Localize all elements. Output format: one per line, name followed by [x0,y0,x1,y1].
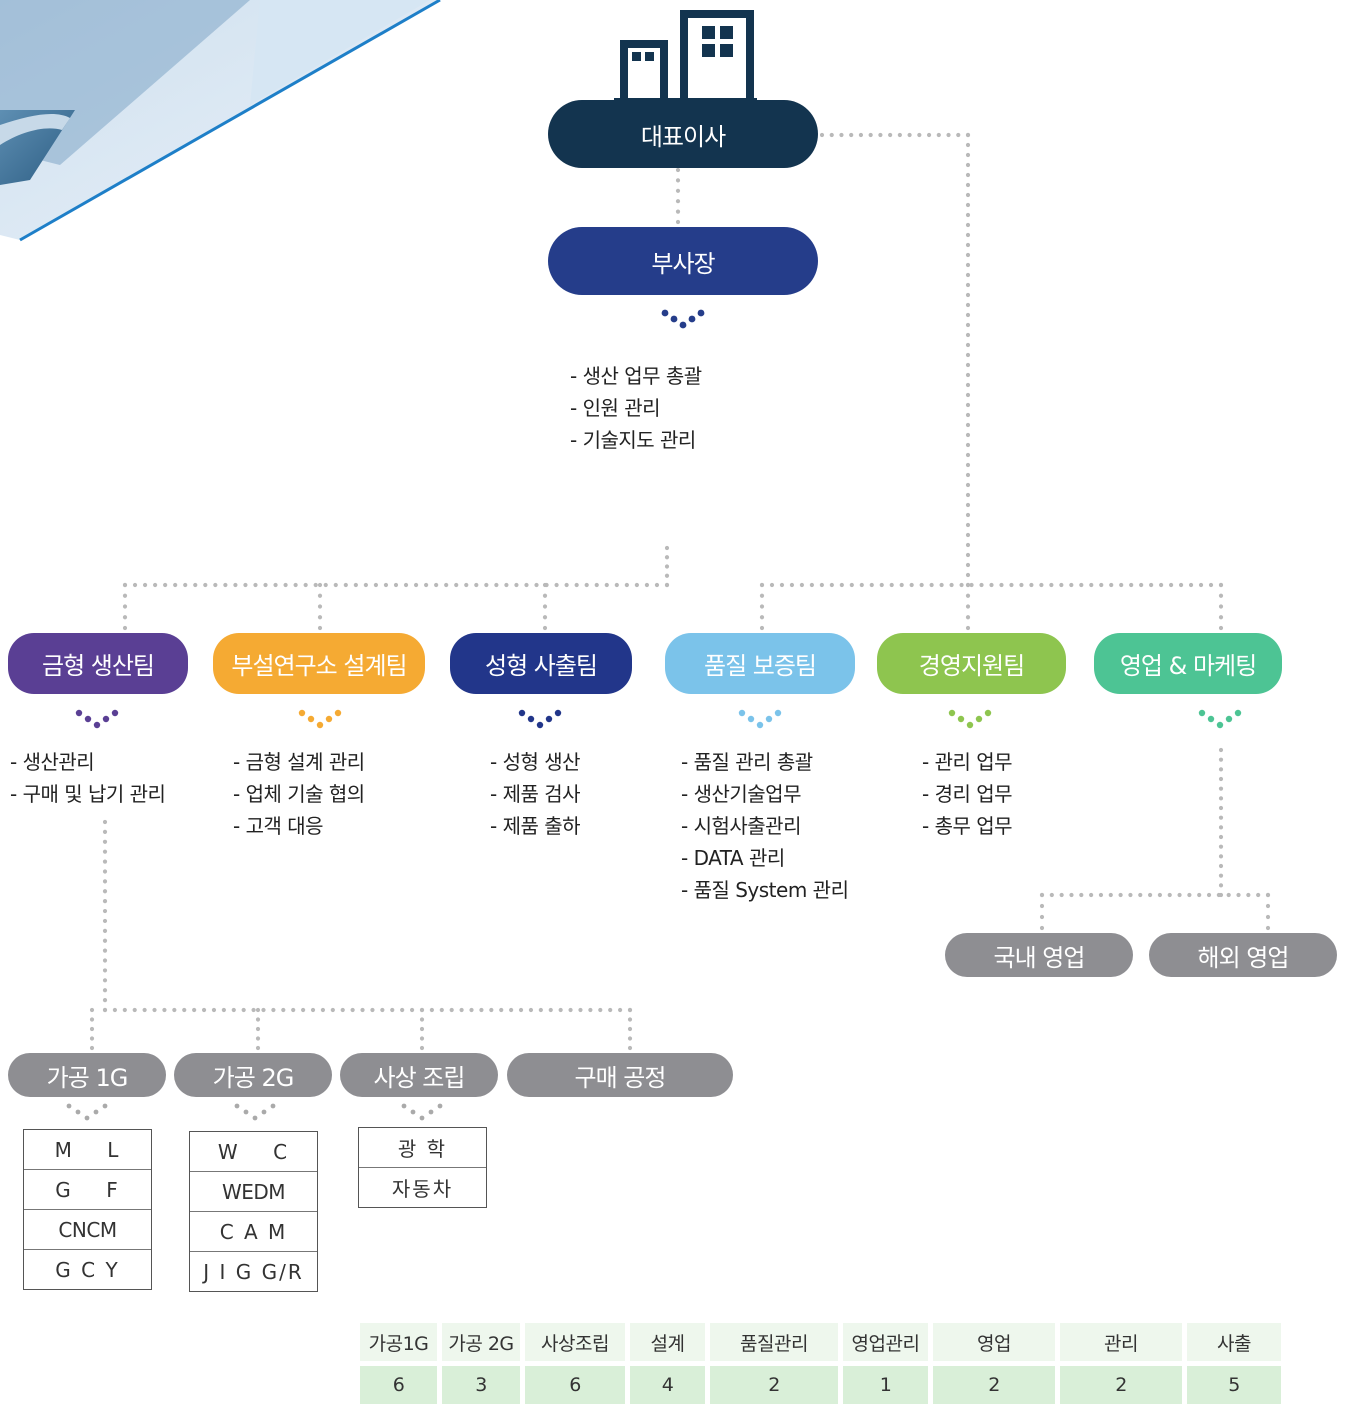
dept-mold-production: 금형 생산팀 [8,633,188,694]
duty-item: - 생산관리 [10,750,95,774]
headcount-header-cell: 가공 2G [442,1323,520,1361]
duty-item: - 제품 출하 [490,814,581,838]
machining-2g-box: W C WEDM C A M J I G G/R [189,1131,318,1292]
building-icon [614,10,757,104]
chevron-dots-icon [948,709,992,729]
chevron-dots-icon [518,709,562,729]
chevron-dots-icon [1198,709,1242,729]
headcount-value-cell: 4 [630,1366,705,1404]
duty-item: - 구매 및 납기 관리 [10,782,166,806]
headcount-header-cell: 관리 [1060,1323,1182,1361]
headcount-value-cell: 2 [710,1366,838,1404]
domestic-sales-node: 국내 영업 [945,933,1133,977]
dept-rnd-design: 부설연구소 설계팀 [213,633,425,694]
box-cell: 광 학 [359,1128,486,1168]
box-cell: 자동차 [391,1177,454,1201]
duty-item: - 성형 생산 [490,750,581,774]
machining-1g-node: 가공 1G [8,1053,166,1097]
dept-injection-molding: 성형 사출팀 [450,633,632,694]
box-cell: WEDM [190,1172,317,1212]
headcount-value-cell: 6 [525,1366,625,1404]
dept-quality-assurance: 품질 보증팀 [665,633,855,694]
headcount-header-cell: 사출 [1187,1323,1281,1361]
finishing-assembly-node: 사상 조립 [340,1053,498,1097]
dept-sales-marketing: 영업 & 마케팅 [1094,633,1282,694]
headcount-header-cell: 영업관리 [843,1323,928,1361]
duty-item: - 품질 System 관리 [681,878,849,902]
chevron-dots-icon [661,309,705,329]
headcount-header-cell: 사상조립 [525,1323,625,1361]
headcount-value-cell: 3 [442,1366,520,1404]
duty-item: - 업체 기술 협의 [233,782,365,806]
headcount-value-cell: 2 [933,1366,1055,1404]
headcount-value-cell: 2 [1060,1366,1182,1404]
headcount-header-cell: 영업 [933,1323,1055,1361]
box-cell: G F [24,1170,151,1210]
headcount-header-cell: 설계 [630,1323,705,1361]
duty-item: - 금형 설계 관리 [233,750,365,774]
chevron-dots-icon [738,709,782,729]
box-cell: W C [190,1132,317,1172]
duty-item: - 인원 관리 [570,396,661,420]
box-cell: C A M [190,1212,317,1252]
injection-duties: - 성형 생산 - 제품 검사 - 제품 출하 [490,746,581,842]
headcount-value-cell: 5 [1187,1366,1281,1404]
chevron-dots-icon [401,1103,443,1121]
duty-item: - 총무 업무 [922,814,1013,838]
overseas-sales-node: 해외 영업 [1149,933,1337,977]
finishing-assembly-box: 광 학 자동차 [358,1127,487,1208]
box-cell: J I G G/R [203,1259,304,1284]
headcount-value-cell: 1 [843,1366,928,1404]
chevron-dots-icon [66,1103,108,1121]
chevron-dots-icon [75,709,119,729]
duty-item: - DATA 관리 [681,846,785,870]
decorative-corner-graphic [0,0,441,242]
vp-duties: - 생산 업무 총괄 - 인원 관리 - 기술지도 관리 [570,360,702,456]
headcount-header-cell: 가공1G [360,1323,437,1361]
duty-item: - 품질 관리 총괄 [681,750,813,774]
box-cell: G C Y [55,1257,120,1282]
headcount-header-cell: 품질관리 [710,1323,838,1361]
box-cell: M L [24,1130,151,1170]
ceo-node: 대표이사 [548,100,818,168]
vice-president-node: 부사장 [548,227,818,295]
duty-item: - 시험사출관리 [681,814,801,838]
duty-item: - 기술지도 관리 [570,428,696,452]
machining-2g-node: 가공 2G [174,1053,332,1097]
rnd-duties: - 금형 설계 관리 - 업체 기술 협의 - 고객 대응 [233,746,365,842]
duty-item: - 경리 업무 [922,782,1013,806]
box-cell: CNCM [24,1210,151,1250]
machining-1g-box: M L G F CNCM G C Y [23,1129,152,1290]
dept-management-support: 경영지원팀 [877,633,1066,694]
chevron-dots-icon [234,1103,276,1121]
duty-item: - 고객 대응 [233,814,324,838]
mold-duties: - 생산관리 - 구매 및 납기 관리 [10,746,166,810]
duty-item: - 생산 업무 총괄 [570,364,702,388]
duty-item: - 관리 업무 [922,750,1013,774]
duty-item: - 제품 검사 [490,782,581,806]
chevron-dots-icon [298,709,342,729]
quality-duties: - 품질 관리 총괄 - 생산기술업무 - 시험사출관리 - DATA 관리 -… [681,746,849,906]
headcount-value-cell: 6 [360,1366,437,1404]
purchasing-process-node: 구매 공정 [507,1053,733,1097]
duty-item: - 생산기술업무 [681,782,801,806]
management-duties: - 관리 업무 - 경리 업무 - 총무 업무 [922,746,1013,842]
